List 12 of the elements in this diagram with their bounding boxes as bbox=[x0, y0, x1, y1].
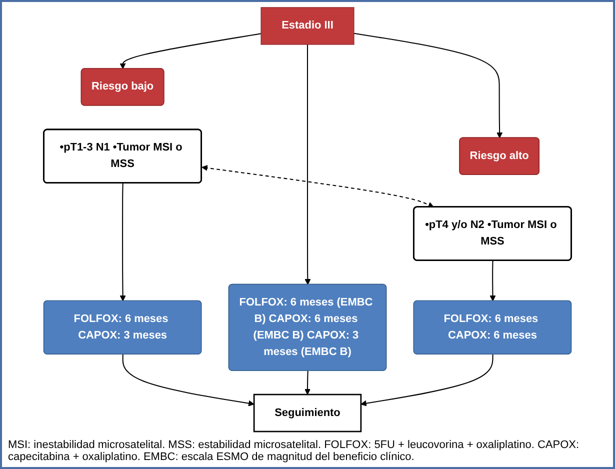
node-box: Estadio III bbox=[260, 7, 354, 45]
arrow bbox=[490, 260, 496, 302]
arrow bbox=[304, 370, 311, 395]
caption: MSI: inestabilidad microsatelital. MSS: estabilidad microsatelital. FOLFOX: 5FU + leucovorina + oxaliplatino. CAPOX: capecitabina + oxaliplatino. EMBC: escala ESMO de magnitud del beneficio clínico. bbox=[7, 438, 580, 465]
arrow bbox=[354, 32, 503, 138]
arrow bbox=[120, 33, 262, 70]
arrow bbox=[122, 354, 254, 406]
node-box: Seguimiento bbox=[253, 394, 362, 432]
arrow bbox=[360, 354, 494, 406]
arrow bbox=[304, 44, 311, 285]
arrow bbox=[120, 183, 126, 302]
arrow bbox=[202, 164, 434, 208]
